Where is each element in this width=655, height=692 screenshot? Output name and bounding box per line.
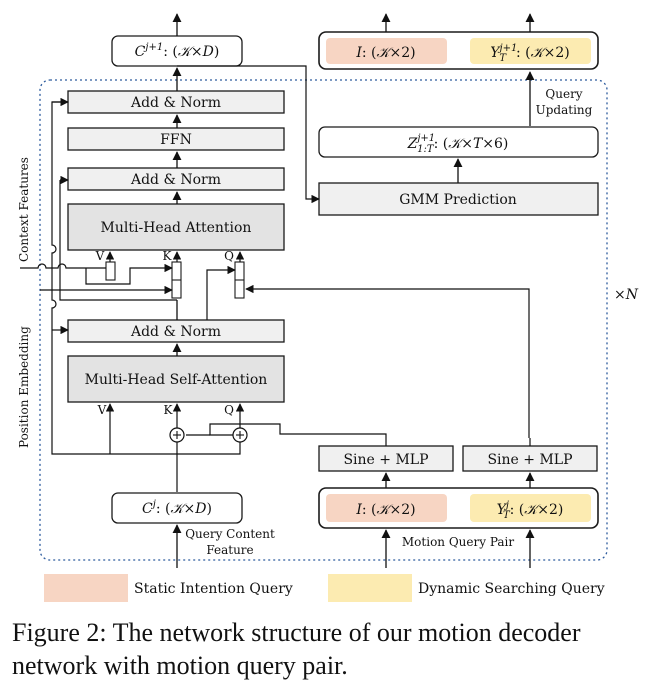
y-top-box <box>470 38 591 64</box>
mha-label: Multi-Head Attention <box>101 220 252 236</box>
position-embedding-label: Position Embedding <box>17 326 31 448</box>
legend-dynamic-label: Dynamic Searching Query <box>418 581 605 597</box>
gmm-box <box>318 182 599 216</box>
query-content-label-2: Feature <box>206 543 253 557</box>
repeat-n-label: ×N <box>614 287 639 303</box>
sine-mlp-left-label: Sine + MLP <box>343 452 428 468</box>
context-features-label: Context Features <box>17 157 31 262</box>
mhsa-label: Multi-Head Self-Attention <box>85 372 268 388</box>
add-norm-mid-label: Add & Norm <box>130 172 221 188</box>
sine-mlp-right-label: Sine + MLP <box>487 452 572 468</box>
c-j-box <box>111 492 243 524</box>
legend-dynamic-swatch <box>328 574 412 602</box>
c-j-label: Cj: (𝒦×D) <box>142 499 212 517</box>
mhsa-box <box>67 355 285 403</box>
add-norm-top-label: Add & Norm <box>130 95 221 111</box>
query-content-label-1: Query Content <box>185 527 275 541</box>
add-norm-bottom-label: Add & Norm <box>130 324 221 340</box>
i-bottom-label: I: (𝒦×2) <box>355 502 415 518</box>
repeat-block-dotted-border <box>39 79 608 561</box>
i-top-label: I: (𝒦×2) <box>355 45 415 61</box>
figure-caption: Figure 2: The network structure of our m… <box>12 618 581 680</box>
sine-mlp-left-box <box>318 445 454 472</box>
q-label-self: Q <box>224 403 234 417</box>
i-bottom-box <box>326 494 447 522</box>
legend-static-swatch <box>44 574 128 602</box>
k-label-self: K <box>164 403 174 417</box>
query-updating-label-1: Query <box>545 87 582 101</box>
mha-box <box>67 203 285 251</box>
v-slot-cross <box>105 261 116 281</box>
y-bottom-box <box>470 494 591 522</box>
legend-static-label: Static Intention Query <box>134 581 293 597</box>
k-label-cross: K <box>163 249 173 263</box>
network-diagram: Cj+1: (𝒦×D) Add & Norm FFN Add & Norm Mu… <box>17 13 639 602</box>
ffn-box <box>67 127 285 151</box>
c-next-label: Cj+1: (𝒦×D) <box>135 42 220 60</box>
q-label-cross: Q <box>224 249 234 263</box>
v-label-self: V <box>97 403 107 417</box>
gmm-label: GMM Prediction <box>399 192 517 208</box>
query-updating-label-2: Updating <box>536 103 593 117</box>
z-box <box>318 126 599 158</box>
motion-query-pair-label: Motion Query Pair <box>402 535 514 549</box>
ffn-label: FFN <box>160 132 192 148</box>
v-label-cross: V <box>95 249 105 263</box>
i-top-box <box>326 38 447 64</box>
